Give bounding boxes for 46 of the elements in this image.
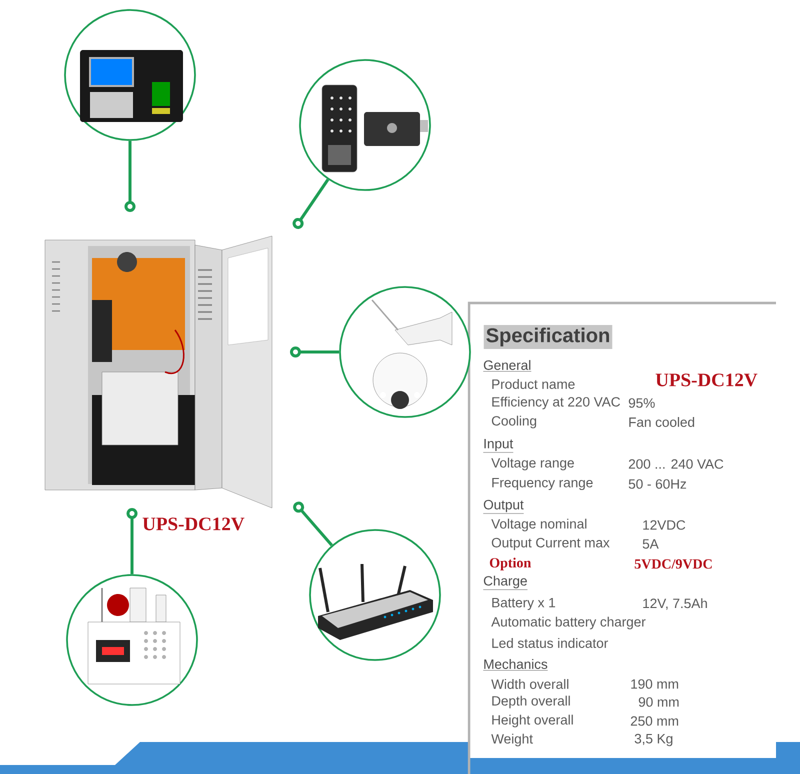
cabinet-drawing: [44, 236, 272, 508]
connector-line: [293, 502, 333, 546]
spec-label: Depth overall: [492, 696, 570, 708]
spec-heading: Specification: [484, 325, 612, 349]
spec-value: 3,5 Kg: [634, 734, 672, 746]
fingerprint-terminal-drawing: [64, 9, 196, 141]
spec-value: 200 ... 240 VAC: [628, 459, 724, 469]
spec-label: Width overall: [491, 679, 568, 689]
model-caption: UPS-DC12V: [142, 518, 244, 530]
spec-value: 90 mm: [638, 697, 679, 707]
spec-value: Fan cooled: [629, 417, 694, 427]
spec-label: Voltage range: [491, 458, 574, 470]
section-heading: Input: [483, 438, 514, 453]
alarm-panel-drawing: [66, 574, 198, 706]
door-lock-drawing: [299, 59, 431, 191]
connector-line: [126, 508, 138, 574]
spec-value: 12V, 7.5Ah: [643, 598, 707, 610]
option-text: 5VDC/9VDC: [634, 559, 712, 569]
router-drawing: [309, 529, 441, 661]
spec-value: 12VDC: [643, 520, 686, 530]
connector-line: [124, 140, 136, 212]
section-heading: Output: [483, 500, 524, 514]
section-heading: General: [483, 360, 532, 372]
spec-value: 95%: [628, 398, 655, 408]
spec-label: Led status indicator: [492, 638, 608, 648]
section-heading: Charge: [483, 576, 528, 590]
section-heading: Mechanics: [483, 659, 548, 671]
connector-line: [290, 346, 340, 358]
spec-label: Weight: [491, 734, 533, 746]
spec-value: 5A: [642, 539, 659, 549]
product-name: UPS-DC12V: [656, 374, 758, 386]
spec-label: Voltage nominal: [491, 518, 586, 532]
spec-label: Frequency range: [492, 478, 593, 490]
spec-label: Output Current max: [492, 538, 610, 550]
spec-label: Height overall: [492, 714, 573, 728]
option-text: Option: [490, 558, 531, 570]
spec-label: Efficiency at 220 VAC: [492, 396, 620, 410]
spec-label: Cooling: [492, 416, 536, 428]
spec-value: 50 - 60Hz: [628, 479, 686, 489]
spec-value: 190 mm: [631, 679, 678, 689]
spec-label: Battery x 1: [492, 598, 556, 610]
spec-value: 250 mm: [630, 716, 678, 726]
connector-line: [292, 178, 330, 229]
spec-label: Product name: [492, 379, 575, 389]
camera-drawing: [339, 286, 471, 418]
spec-label: Automatic battery charger: [491, 616, 646, 630]
